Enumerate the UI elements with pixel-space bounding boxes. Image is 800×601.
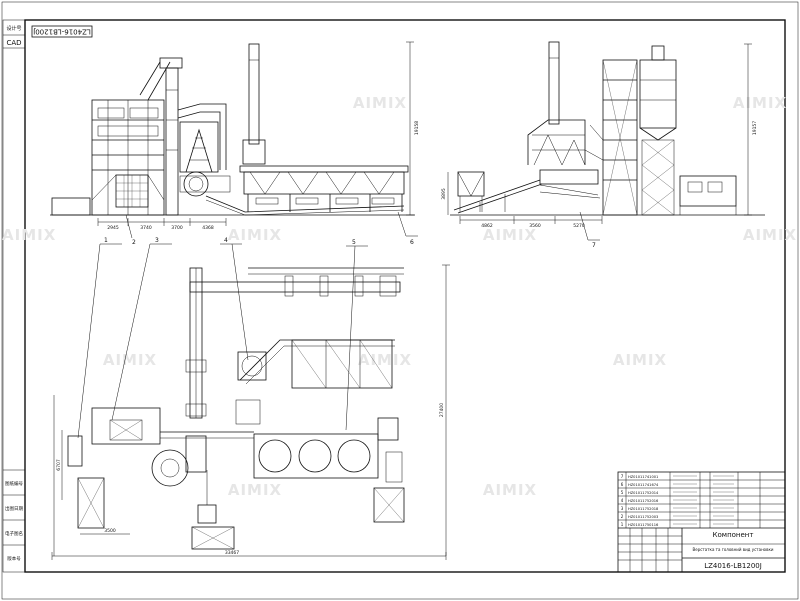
dim-side-2: 3560	[529, 223, 541, 229]
watermark-8: AIMIX	[358, 351, 412, 369]
part-code: HZ01011741674	[628, 483, 659, 487]
title-block-subtitle: Верстатка та головний вид установки	[692, 547, 773, 552]
callout-7: 7	[592, 242, 596, 249]
callout-5: 5	[352, 239, 356, 246]
callout-2: 2	[132, 239, 136, 246]
part-code: HZ01011750116	[628, 523, 659, 527]
left-strip: 设计号 CAD 图纸编号 出图日期 电子图名 版本号	[2, 19, 26, 573]
strip-top-label: 设计号	[6, 25, 21, 32]
side-elevation	[447, 41, 765, 224]
watermark-9: AIMIX	[613, 351, 667, 369]
strip-label-3: 电子图名	[5, 530, 23, 537]
part-no: 1	[621, 522, 624, 527]
dim-front-1: 2945	[107, 225, 119, 231]
strip-label-2: 出图日期	[5, 505, 23, 512]
callout-leaders	[77, 211, 600, 439]
part-no: 6	[621, 482, 624, 487]
part-no: 5	[621, 490, 624, 495]
parts-list: 7 HZ01011741001 6 HZ01011741674 5 HZ0101…	[621, 474, 659, 527]
watermark-11: AIMIX	[483, 481, 537, 499]
watermark-4: AIMIX	[228, 226, 282, 244]
dim-front-3: 3700	[171, 225, 183, 231]
part-code: HZ01011752003	[628, 515, 658, 519]
strip-cad-label: CAD	[6, 39, 21, 47]
part-code: HZ01011752014	[628, 491, 659, 495]
watermark-6: AIMIX	[743, 226, 797, 244]
dim-front-2: 3740	[140, 225, 152, 231]
callout-4: 4	[224, 237, 228, 244]
part-code: HZ01011752016	[628, 499, 659, 503]
dim-plan-width: 33467	[225, 550, 239, 556]
watermarks: AIMIX AIMIX AIMIX AIMIX AIMIX AIMIX AIMI…	[2, 94, 797, 499]
strip-label-1: 图纸编号	[5, 480, 23, 487]
dim-front-4: 4368	[202, 225, 214, 231]
callout-6: 6	[410, 239, 414, 246]
title-block-title: Компонент	[713, 531, 754, 539]
part-code: HZ01011752018	[628, 507, 659, 511]
dim-side-1: 4862	[481, 223, 493, 229]
dim-side-3: 5270	[573, 223, 585, 229]
part-no: 2	[621, 514, 624, 519]
part-code: HZ01011741001	[628, 475, 658, 479]
front-elevation	[50, 41, 415, 226]
drawing-code: LZ4016-LB1200J	[33, 28, 91, 36]
dim-plan-left: 6707	[56, 459, 62, 471]
dim-plan-height: 27400	[439, 403, 445, 417]
dim-side-left: 3895	[441, 188, 447, 200]
watermark-2: AIMIX	[733, 94, 787, 112]
watermark-3: AIMIX	[2, 226, 56, 244]
strip-label-4: 版本号	[7, 555, 21, 562]
part-no: 3	[621, 506, 624, 511]
watermark-7: AIMIX	[103, 351, 157, 369]
callout-1: 1	[104, 237, 108, 244]
title-block-drawing-no: LZ4016-LB1200J	[704, 562, 762, 570]
part-no: 7	[621, 474, 624, 479]
drawing-code-box: LZ4016-LB1200J	[31, 25, 93, 38]
title-block	[617, 471, 786, 573]
dim-side-height: 19157	[752, 121, 758, 135]
part-no: 4	[621, 498, 624, 503]
dim-plan-small: 3500	[104, 528, 116, 534]
callout-3: 3	[155, 237, 159, 244]
watermark-10: AIMIX	[228, 481, 282, 499]
plan-view	[51, 264, 450, 560]
dim-front-height: 19158	[414, 121, 420, 135]
watermark-1: AIMIX	[353, 94, 407, 112]
watermark-5: AIMIX	[483, 226, 537, 244]
